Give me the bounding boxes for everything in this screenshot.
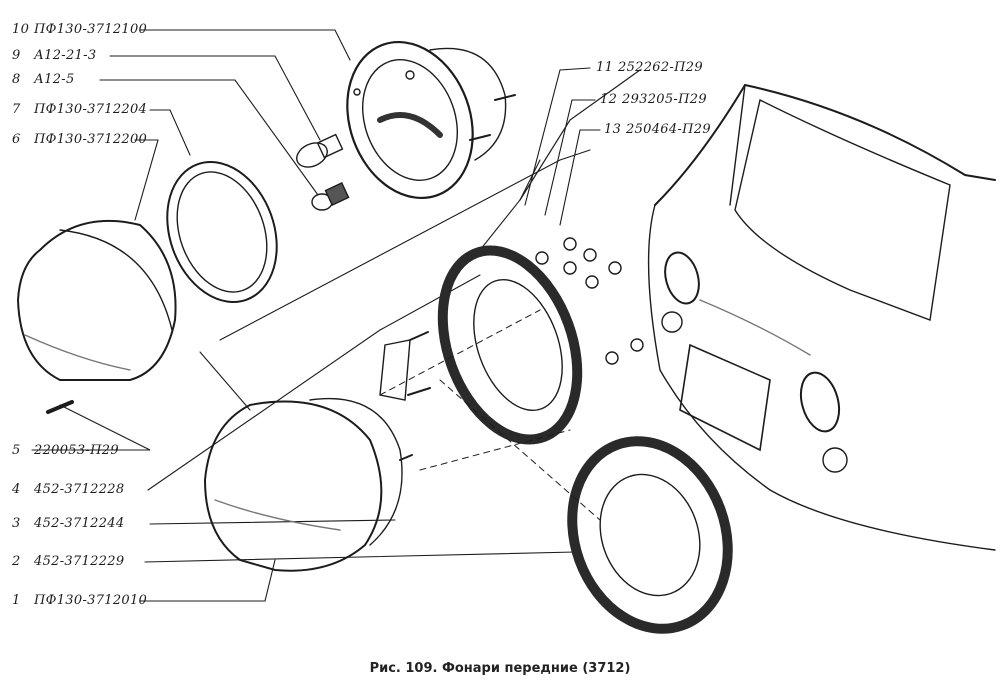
bulb-part-9	[296, 133, 344, 168]
assembly-axes	[379, 309, 601, 521]
mounting-ring-middle	[437, 245, 583, 445]
lamp-assembly-parts-1-4	[203, 397, 413, 572]
vehicle-front	[519, 69, 996, 551]
gasket-part-7	[166, 161, 278, 303]
small-bulb-part-8	[311, 182, 350, 211]
lens-part-6	[16, 219, 177, 381]
screw-part-5	[46, 400, 74, 414]
leader-lines	[31, 29, 601, 602]
lamp-housing-part-10	[346, 40, 516, 200]
ring-part-2	[567, 436, 733, 634]
bracket-part-3	[379, 331, 431, 401]
figure-caption: Рис. 109. Фонари передние (3712)	[369, 661, 631, 676]
nuts-parts-11-13	[535, 237, 644, 365]
